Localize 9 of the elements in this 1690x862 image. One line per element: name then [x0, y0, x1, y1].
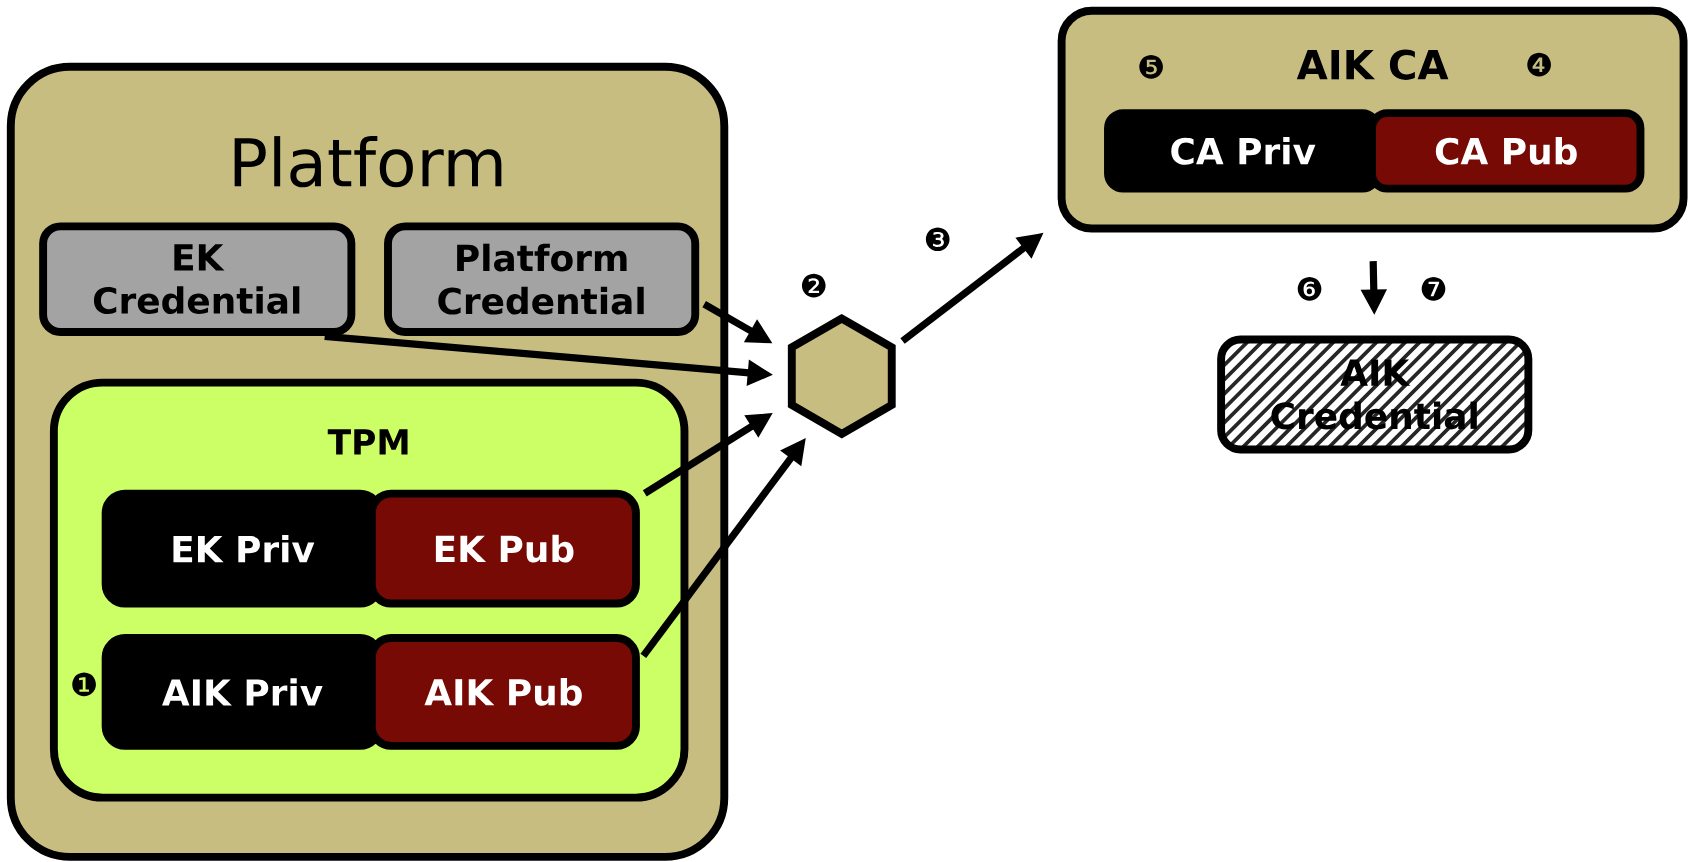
- callout-number: ❷: [801, 273, 826, 298]
- callout-number: ❶: [72, 672, 96, 697]
- credential-box: Platform Credential: [384, 222, 700, 336]
- callout-number: ❻: [1297, 276, 1322, 301]
- credential-box: EK Credential: [39, 222, 356, 336]
- callout-number: ❺: [1139, 54, 1163, 79]
- callout-number: ❹: [1527, 52, 1551, 77]
- callout-number: ❸: [925, 227, 950, 251]
- callout-number: ❼: [1421, 276, 1446, 301]
